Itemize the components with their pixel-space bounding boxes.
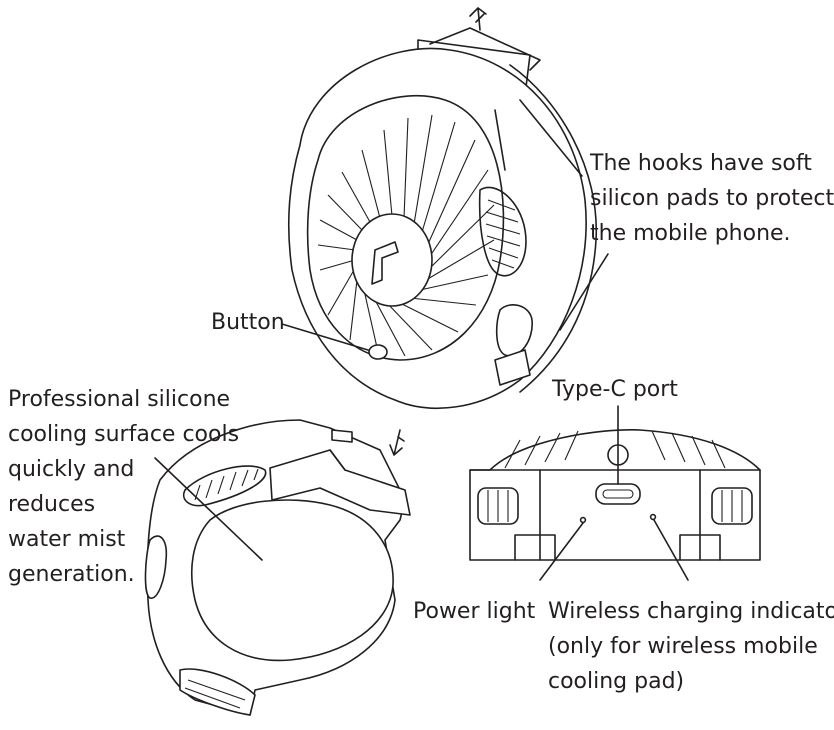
label-silicone-line-3: quickly and — [8, 457, 135, 482]
label-silicone-line-6: generation. — [8, 562, 135, 587]
label-typec: Type-C port — [552, 372, 678, 407]
leader-power — [539, 522, 584, 581]
leader-hooks-lower — [559, 253, 609, 331]
leader-button — [281, 323, 369, 351]
leader-silicone — [154, 457, 263, 561]
label-silicone: Professional silicone cooling surface co… — [8, 382, 239, 592]
label-silicone-line-1: Professional silicone — [8, 387, 231, 412]
label-typec-text: Type-C port — [552, 377, 678, 402]
leader-lines — [154, 99, 689, 581]
label-silicone-line-2: cooling surface cools — [8, 422, 240, 447]
label-wireless-line-3: cooling pad) — [548, 669, 685, 694]
label-button-text: Button — [211, 310, 285, 335]
label-hooks-line-1: The hooks have soft — [590, 151, 812, 176]
label-wireless-line-2: (only for wireless mobile — [548, 634, 818, 659]
label-hooks-line-3: the mobile phone. — [590, 221, 791, 246]
fan-bottom-drawing — [469, 428, 761, 561]
label-silicone-line-5: water mist — [8, 527, 126, 552]
fan-drawing — [287, 7, 598, 409]
label-hooks: The hooks have soft silicon pads to prot… — [590, 146, 834, 251]
label-wireless: Wireless charging indicator (only for wi… — [548, 594, 834, 699]
label-wireless-line-1: Wireless charging indicator — [548, 599, 834, 624]
label-button: Button — [211, 305, 285, 340]
leader-wireless — [653, 519, 689, 581]
label-hooks-line-2: silicon pads to protect — [590, 186, 834, 211]
label-power-light: Power light — [413, 594, 535, 629]
leader-hooks-upper — [519, 99, 583, 177]
label-silicone-line-4: reduces — [8, 492, 96, 517]
label-power-light-text: Power light — [413, 599, 536, 624]
